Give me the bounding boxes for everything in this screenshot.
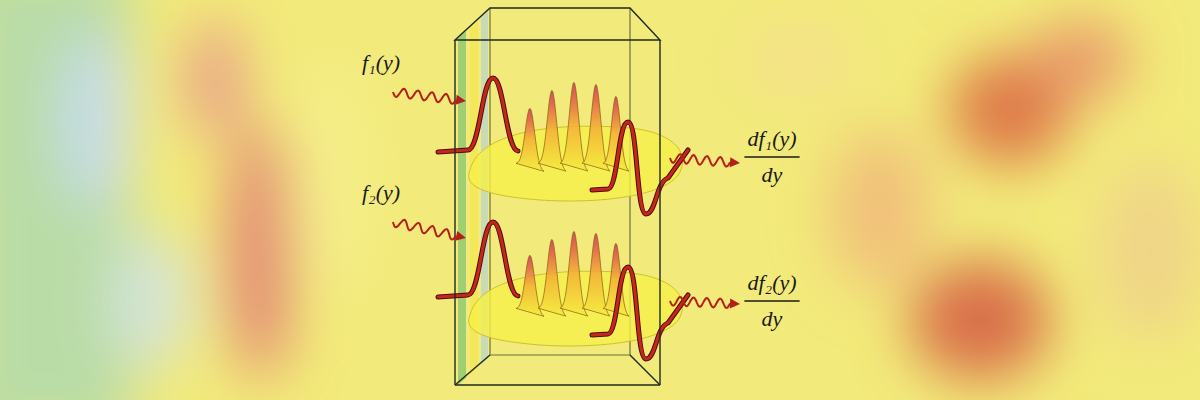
wave-peak: [582, 85, 610, 172]
output-derivative-label: df₂(y): [747, 270, 796, 296]
output-derivative-label: df₁(y): [747, 126, 796, 152]
wavy-arrow: [670, 154, 730, 166]
arrow-head: [730, 299, 740, 309]
wavy-arrow: [393, 89, 456, 104]
arrow-head: [455, 95, 466, 105]
arrow-head: [730, 157, 740, 167]
slab-front-edges: [455, 8, 660, 385]
arrow-head: [455, 231, 466, 241]
wave-peak: [560, 83, 588, 171]
wave-peak: [538, 91, 566, 172]
wavy-arrow: [393, 220, 456, 240]
fraction-bar: [744, 300, 799, 301]
wave-peak: [582, 234, 610, 317]
output-derivative-label: dy: [762, 306, 783, 332]
fraction-bars: [744, 157, 799, 301]
input-function-label: f₁(y): [362, 50, 400, 76]
input-function-label: f₂(y): [362, 180, 400, 206]
field-profiles: [438, 78, 688, 359]
output-derivative-label: dy: [762, 162, 783, 188]
wave-peaks: [516, 83, 629, 317]
wave-peak: [560, 232, 588, 317]
fraction-bar: [744, 156, 799, 157]
wavy-arrows: [393, 89, 740, 309]
wavy-arrow: [670, 297, 730, 308]
wave-peak: [538, 239, 566, 316]
